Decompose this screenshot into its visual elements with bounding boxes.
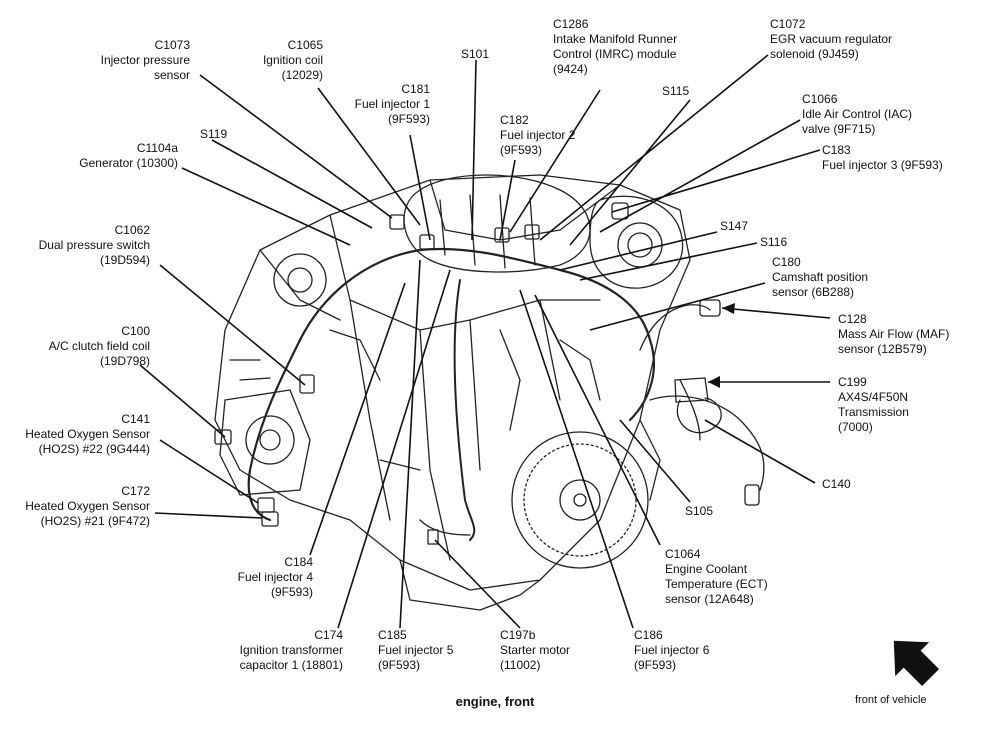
label-c1066: C1066 Idle Air Control (IAC) valve (9F71… [802, 92, 913, 136]
label-c174: C174 Ignition transformer capacitor 1 (1… [239, 628, 343, 672]
label-c1062: C1062 Dual pressure switch (19D594) [38, 223, 150, 267]
front-of-vehicle-arrow-icon [893, 640, 940, 687]
label-c172: C172 Heated Oxygen Sensor (HO2S) #21 (9F… [25, 484, 150, 528]
label-s101: S101 [460, 47, 490, 61]
front-of-vehicle-label: front of vehicle [855, 694, 927, 706]
label-c184: C184 Fuel injector 4 (9F593) [237, 555, 313, 599]
label-s147: S147 [720, 219, 749, 233]
label-c185: C185 Fuel injector 5 (9F593) [378, 628, 454, 672]
label-s116: S116 [760, 235, 788, 249]
diagram-caption: engine, front [455, 694, 535, 709]
label-c141: C141 Heated Oxygen Sensor (HO2S) #22 (9G… [25, 412, 150, 456]
label-c182: C182 Fuel injector 2 (9F593) [500, 113, 576, 157]
label-c183: C183 Fuel injector 3 (9F593) [822, 143, 943, 172]
flywheel [511, 431, 649, 569]
label-c197b: C197b Starter motor (11002) [500, 628, 571, 672]
label-c199: C199 AX4S/4F50N Transmission (7000) [838, 375, 909, 434]
throttle-body [589, 195, 684, 289]
label-c1104a: C1104a Generator (10300) [79, 141, 178, 170]
generator [273, 253, 327, 307]
label-c128: C128 Mass Air Flow (MAF) sensor (12B579) [838, 312, 950, 356]
leader-lines [139, 54, 831, 629]
label-s105: S105 [685, 504, 714, 518]
wiring-harness [298, 247, 655, 422]
label-c1286: C1286 Intake Manifold Runner Control (IM… [553, 17, 678, 76]
label-c180: C180 Camshaft position sensor (6B288) [772, 255, 869, 299]
label-c181: C181 Fuel injector 1 (9F593) [354, 82, 430, 126]
label-c1064: C1064 Engine Coolant Temperature (ECT) s… [665, 547, 768, 606]
intake-manifold [403, 174, 591, 273]
label-c1065: C1065 Ignition coil (12029) [262, 38, 323, 82]
label-c186: C186 Fuel injector 6 (9F593) [634, 628, 710, 672]
ac-compressor [219, 389, 311, 496]
label-c1072: C1072 EGR vacuum regulator solenoid (9J4… [770, 17, 893, 61]
label-c140: C140 [822, 477, 851, 491]
label-s119: S119 [200, 127, 228, 141]
transmission-harness [639, 304, 765, 491]
label-c1073: C1073 Injector pressure sensor [100, 38, 190, 82]
label-s115: S115 [662, 84, 690, 98]
label-c100: C100 A/C clutch field coil (19D798) [48, 324, 150, 368]
